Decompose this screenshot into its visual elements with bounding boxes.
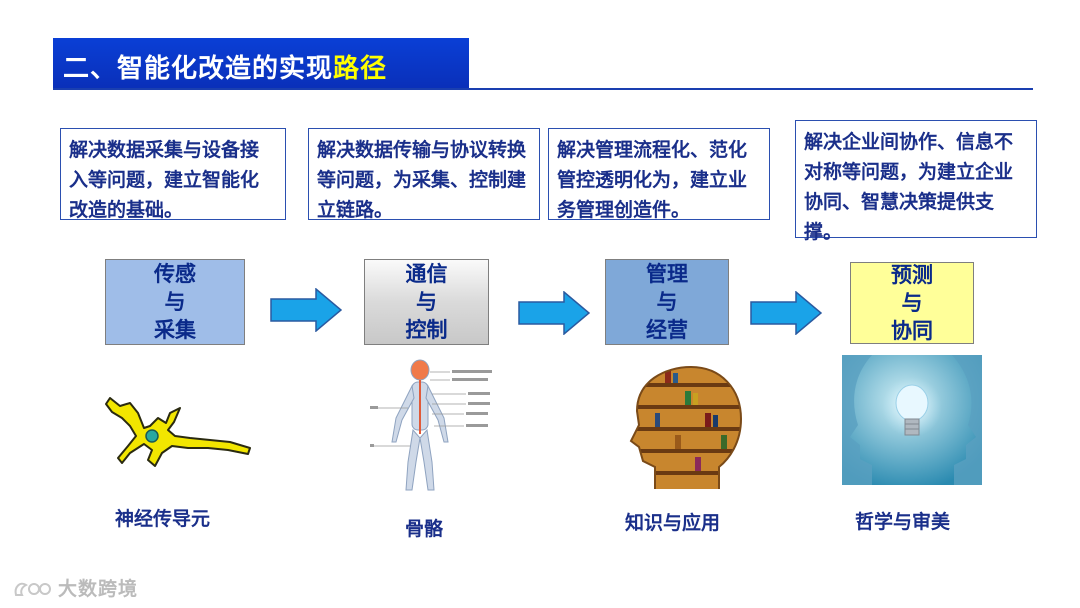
watermark-text: 大数跨境 bbox=[58, 578, 139, 600]
description-box-3: 解决管理流程化、范化管控透明化为，建立业务管理创造件。 bbox=[548, 128, 770, 221]
stage-line: 通信 bbox=[405, 262, 448, 286]
stage-line: 管理 bbox=[646, 262, 688, 286]
stage-line: 预测 bbox=[891, 263, 933, 287]
stage-line: 采集 bbox=[154, 318, 196, 342]
stage-box-prediction: 预测 与 协同 bbox=[850, 262, 974, 344]
description-box-2: 解决数据传输与协议转换等问题，为采集、控制建立链路。 bbox=[308, 128, 540, 221]
page-title: 二、智能化改造的实现路径 bbox=[63, 48, 387, 85]
skeleton-image bbox=[370, 359, 492, 491]
watermark-logo-icon bbox=[14, 582, 51, 596]
stage-line: 传感 bbox=[154, 262, 196, 286]
stage-line: 与 bbox=[656, 290, 678, 314]
title-underline bbox=[53, 88, 1033, 90]
stage-line: 与 bbox=[164, 290, 186, 314]
stage-line: 经营 bbox=[646, 318, 688, 342]
caption-neuron: 神经传导元 bbox=[115, 508, 211, 530]
title-banner: 二、智能化改造的实现路径 bbox=[53, 38, 469, 90]
stage-line: 控制 bbox=[405, 318, 448, 342]
stage-line: 与 bbox=[901, 291, 923, 315]
watermark: 大数跨境 bbox=[12, 574, 138, 601]
stage-line: 协同 bbox=[891, 319, 933, 343]
arrow-right-icon bbox=[750, 291, 822, 335]
title-highlight: 路径 bbox=[333, 54, 388, 84]
arrow-right-icon bbox=[518, 291, 590, 335]
stage-line: 与 bbox=[416, 290, 437, 314]
bookshelf-head-image bbox=[629, 365, 743, 489]
caption-knowledge: 知识与应用 bbox=[625, 512, 721, 534]
caption-philosophy: 哲学与审美 bbox=[855, 511, 951, 533]
description-box-1: 解决数据采集与设备接入等问题，建立智能化改造的基础。 bbox=[60, 128, 286, 221]
caption-skeleton: 骨骼 bbox=[405, 518, 444, 540]
neuron-image bbox=[105, 397, 251, 467]
arrow-right-icon bbox=[270, 288, 342, 332]
description-box-4: 解决企业间协作、信息不对称等问题，为建立企业协同、智慧决策提供支撑。 bbox=[795, 120, 1037, 243]
stage-box-sensing: 传感 与 采集 bbox=[105, 259, 245, 345]
title-prefix: 二、智能化改造的实现 bbox=[63, 54, 334, 84]
stage-box-communication: 通信 与 控制 bbox=[364, 259, 489, 345]
stage-box-management: 管理 与 经营 bbox=[605, 259, 729, 345]
lightbulb-head-image bbox=[842, 355, 982, 485]
